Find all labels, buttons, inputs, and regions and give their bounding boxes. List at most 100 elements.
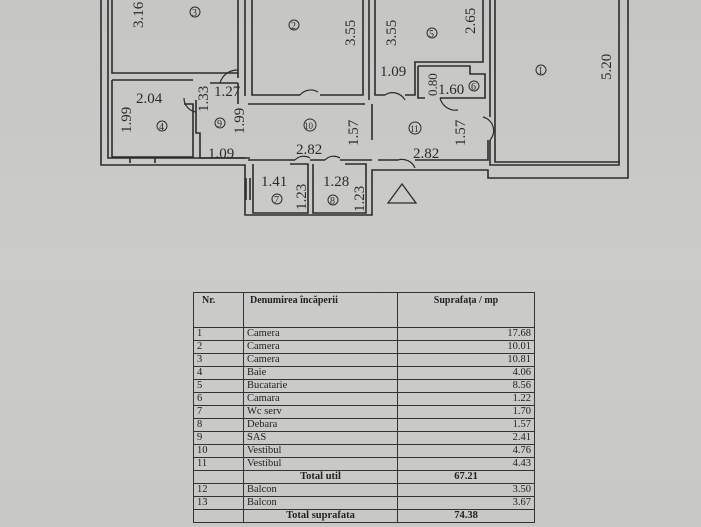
dim-room2-height: 3.55: [343, 20, 359, 46]
dim-room6-width: 1.60: [438, 82, 464, 98]
row-nr: 6: [193, 392, 244, 406]
dim-room9-top: 1.27: [214, 84, 241, 100]
header-nr: Nr.: [193, 292, 244, 328]
row-nr: 10: [193, 444, 244, 458]
dim-room1-height: 5.20: [599, 54, 615, 80]
row-area: 10.01: [397, 340, 535, 354]
dim-room5-bottom: 1.09: [380, 64, 406, 80]
dim-room5-left-height: 3.55: [384, 20, 400, 46]
dim-room6-height: 0.80: [425, 73, 440, 96]
room-id-3: 3: [192, 8, 197, 19]
dim-room11-height: 1.57: [453, 119, 469, 146]
row-nr: 13: [193, 496, 244, 510]
table-header-row: Nr. Denumirea încăperii Suprafața / mp: [193, 292, 535, 328]
row-nr: 5: [193, 379, 244, 393]
row-nr: 3: [193, 353, 244, 367]
row-area: 10.81: [397, 353, 535, 367]
room-id-10: 10: [304, 121, 314, 131]
dim-room10-width: 2.82: [296, 142, 322, 158]
floor-plan: 3.16 3.55 3.55 2.65 1.09 0.80 1.60 5.20 …: [100, 0, 629, 216]
dim-room3-height: 3.16: [131, 1, 147, 28]
row-nr: 11: [193, 457, 244, 471]
room-id-6: 6: [471, 82, 476, 93]
room-id-1: 1: [538, 66, 543, 77]
row-name: SAS: [243, 431, 398, 445]
room-id-4: 4: [159, 122, 164, 133]
row-name: Camera: [243, 340, 398, 354]
row-name: Balcon: [243, 496, 398, 510]
dim-room9-bottom: 1.09: [208, 146, 234, 162]
row-nr: 1: [193, 327, 244, 341]
row-area: 4.76: [397, 444, 535, 458]
room-id-7: 7: [274, 195, 279, 206]
room-id-2: 2: [291, 21, 296, 32]
row-name: Camera: [243, 353, 398, 367]
row-area: 1.22: [397, 392, 535, 406]
row-area: 8.56: [397, 379, 535, 393]
empty-cell: [193, 509, 244, 523]
row-name: Camara: [243, 392, 398, 406]
empty-cell: [193, 470, 244, 484]
total-suprafata-value: 74.38: [397, 509, 535, 523]
row-area: 3.50: [397, 483, 535, 497]
row-area: 17.68: [397, 327, 535, 341]
dim-room8-width: 1.28: [323, 174, 349, 190]
row-nr: 12: [193, 483, 244, 497]
row-nr: 4: [193, 366, 244, 380]
total-util-value: 67.21: [397, 470, 535, 484]
row-area: 4.43: [397, 457, 535, 471]
dim-room10-height: 1.57: [346, 119, 362, 146]
total-suprafata-label: Total suprafata: [243, 509, 398, 523]
row-nr: 7: [193, 405, 244, 419]
row-nr: 8: [193, 418, 244, 432]
room-area-table: Nr. Denumirea încăperii Suprafața / mp 1…: [193, 292, 535, 523]
row-name: Debara: [243, 418, 398, 432]
dim-room8-height: 1.23: [352, 186, 368, 212]
dim-room9-right: 1.99: [232, 108, 248, 134]
row-name: Camera: [243, 327, 398, 341]
header-room-name: Denumirea încăperii: [243, 292, 398, 328]
row-area: 3.67: [397, 496, 535, 510]
row-name: Vestibul: [243, 457, 398, 471]
row-name: Vestibul: [243, 444, 398, 458]
row-nr: 9: [193, 431, 244, 445]
row-name: Bucatarie: [243, 379, 398, 393]
dim-room7-width: 1.41: [261, 174, 287, 190]
total-util-label: Total util: [243, 470, 398, 484]
row-name: Baie: [243, 366, 398, 380]
dim-room7-height: 1.23: [294, 184, 310, 210]
dim-room11-width: 2.82: [413, 146, 439, 162]
row-nr: 2: [193, 340, 244, 354]
dim-room4-width: 2.04: [136, 91, 163, 107]
header-area: Suprafața / mp: [397, 292, 535, 328]
triangle-entrance-icon: [386, 182, 418, 204]
row-area: 2.41: [397, 431, 535, 445]
dim-room9-left: 1.33: [196, 86, 212, 112]
room-id-11: 11: [410, 124, 419, 134]
total-util-row: Total util 67.21: [193, 470, 535, 484]
dim-room4-height: 1.99: [119, 107, 135, 133]
room-id-9: 9: [217, 119, 222, 130]
row-area: 1.70: [397, 405, 535, 419]
row-name: Balcon: [243, 483, 398, 497]
row-area: 1.57: [397, 418, 535, 432]
room-id-8: 8: [330, 196, 335, 207]
dim-room5-right-height: 2.65: [463, 8, 479, 34]
row-name: Wc serv: [243, 405, 398, 419]
room-id-5: 5: [429, 29, 434, 40]
row-area: 4.06: [397, 366, 535, 380]
